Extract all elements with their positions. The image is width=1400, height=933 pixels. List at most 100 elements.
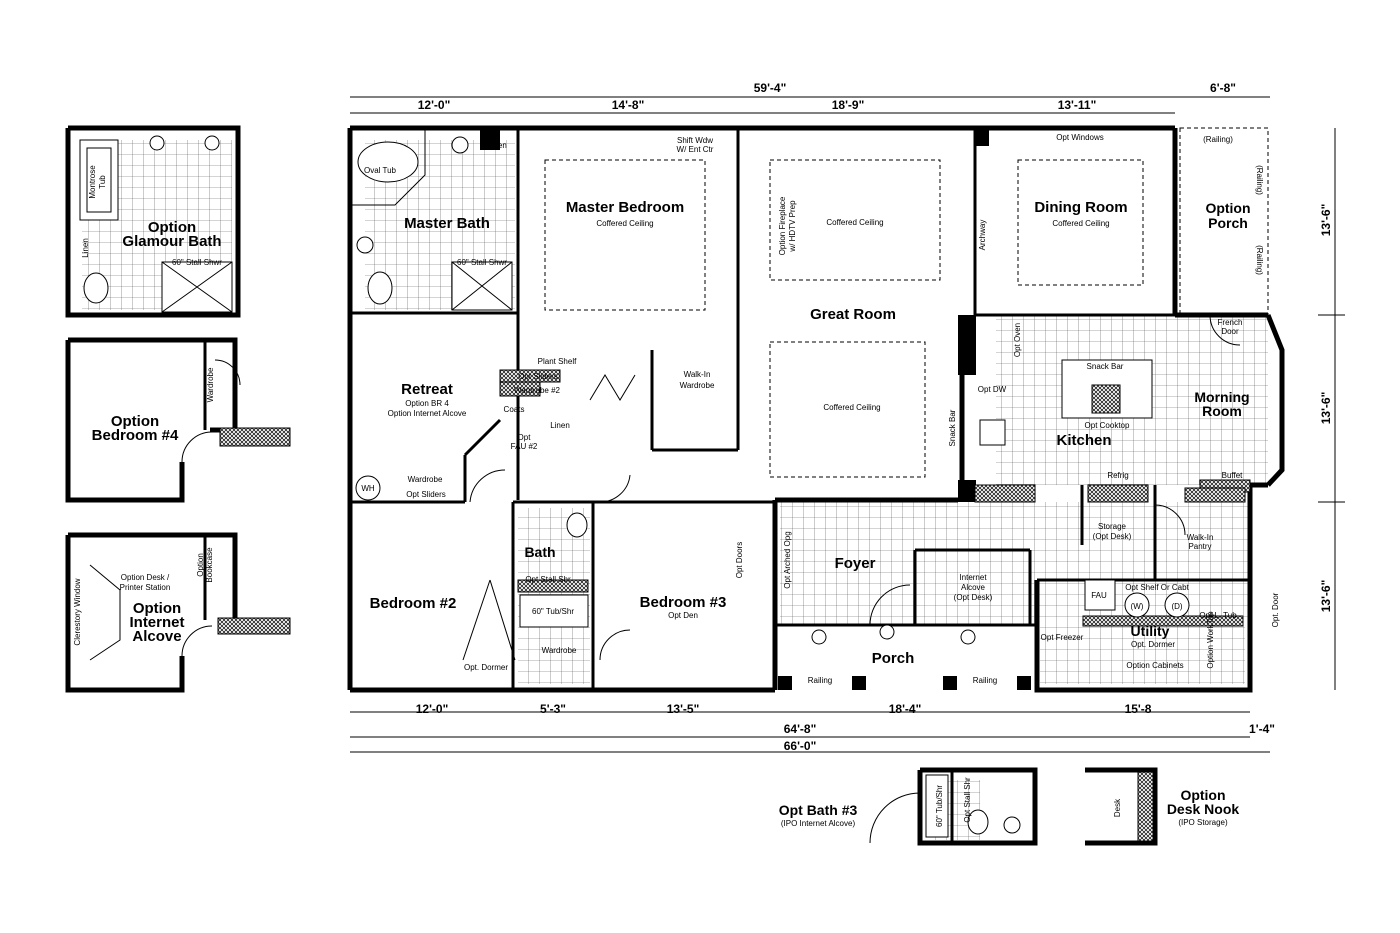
snack-bar-note: Snack Bar — [1087, 362, 1124, 371]
opt-bookcase-1: Option — [196, 553, 205, 577]
bedroom2-label: Bedroom #2 — [370, 595, 457, 612]
structural-posts — [480, 128, 1031, 690]
walkin-wardrobe-note-1: Walk-In — [684, 370, 711, 379]
dim-bot-4: 18'-4" — [889, 702, 922, 716]
opt-windows-note: Opt Windows — [1056, 133, 1104, 142]
porch-railing-left: Railing — [808, 676, 832, 685]
opt-sliders-note-2: Opt Sliders — [406, 490, 446, 499]
dim-bot-1: 12'-0" — [416, 702, 449, 716]
washer-note: (W) — [1131, 602, 1144, 611]
foyer-label: Foyer — [835, 555, 876, 572]
opt-fau-note-2: FAU #2 — [511, 442, 538, 451]
opt-bath3-sub: (IPO Internet Alcove) — [781, 819, 856, 828]
option-desk-nook: Desk Option Desk Nook (IPO Storage) — [1085, 767, 1240, 846]
opt-cooktop-note: Opt Cooktop — [1085, 421, 1130, 430]
glamour-bath-label-2: Glamour Bath — [122, 233, 221, 250]
internet-alcove-note-3: (Opt Desk) — [954, 593, 993, 602]
opt-doors-note: Opt Doors — [735, 542, 744, 578]
coats-note: Coats — [504, 405, 525, 414]
utility-dormer-note: Opt. Dormer — [1131, 640, 1175, 649]
shift-window-note-1: Shift Wdw — [677, 136, 713, 145]
bedroom2-dormer-note: Opt. Dormer — [464, 663, 508, 672]
dim-top-total: 59'-4" — [754, 81, 787, 95]
montrose-tub-1: Montrose — [88, 165, 97, 199]
internet-alcove-label-3: Alcove — [132, 628, 181, 645]
shift-window-note-2: W/ Ent Ctr — [677, 145, 714, 154]
option-bath-3: 60" Tub/Shr Opt Stall Shr Opt Bath #3 (I… — [779, 767, 1038, 846]
dim-right-2: 13'-6" — [1319, 392, 1333, 425]
railing-note-top: (Railing) — [1203, 135, 1233, 144]
dim-bot-sub: 64'-8" — [784, 722, 817, 736]
great-room-ceiling-2: Coffered Ceiling — [823, 403, 880, 412]
dim-bot-2: 5'-3" — [540, 702, 566, 716]
dim-top-1: 12'-0" — [418, 98, 451, 112]
doors — [462, 314, 1241, 661]
bath3-tub-shr: 60" Tub/Shr — [935, 785, 944, 827]
dim-bot-5: 15'-8 — [1125, 702, 1152, 716]
kitchen-label: Kitchen — [1056, 432, 1111, 449]
glamour-stall-shower: 60" Stall Shwr — [172, 258, 222, 267]
opt-fau-note-1: Opt — [518, 433, 532, 442]
opt-dw-note: Opt DW — [978, 385, 1007, 394]
tub-shr-note: 60" Tub/Shr — [532, 607, 574, 616]
option-internet-alcove: Option Desk / Printer Station Option Boo… — [65, 532, 291, 693]
bath-wardrobe-note: Wardrobe — [542, 646, 577, 655]
opt-stall-shr-note: Opt Stall Shr — [525, 575, 571, 584]
tub-shower — [519, 594, 589, 628]
opt-l-tub-note: Opt L. Tub — [1199, 611, 1237, 620]
dim-bot-extra: 1'-4" — [1249, 722, 1275, 736]
linen-note-2: Linen — [550, 421, 570, 430]
dim-bot-3: 13'-5" — [667, 702, 700, 716]
retreat-label: Retreat — [401, 381, 453, 398]
dining-room-ceiling: Coffered Ceiling — [1052, 219, 1109, 228]
storage-note-1: Storage — [1098, 522, 1127, 531]
fireplace-note-2: w/ HDTV Prep — [788, 200, 797, 253]
bedroom4-wardrobe: Wardrobe — [206, 367, 215, 402]
stall-shower-note: 60" Stall Shwr — [457, 258, 507, 267]
great-room-ceiling-1: Coffered Ceiling — [826, 218, 883, 227]
internet-alcove-note-1: Internet — [959, 573, 987, 582]
railing-note-side-2: (Railing) — [1255, 245, 1264, 275]
linen-note-1: Linen — [487, 141, 507, 150]
porch-railing-right: Railing — [973, 676, 997, 685]
fau-unit — [1084, 579, 1116, 611]
dim-top-3: 18'-9" — [832, 98, 865, 112]
bath3-stall-shr: Opt Stall Shr — [963, 777, 972, 823]
desk-nook-desk: Desk — [1113, 798, 1122, 817]
desk-nook-label-2: Desk Nook — [1167, 801, 1240, 817]
fixtures — [350, 127, 1190, 645]
oval-tub — [357, 141, 419, 183]
glamour-bath-label-1: Option — [148, 219, 196, 236]
walkin-pantry-note-1: Walk-In — [1187, 533, 1214, 542]
utility-label: Utility — [1131, 623, 1170, 639]
toilet — [367, 271, 393, 305]
dimension-lines — [350, 96, 1345, 753]
storage-note-2: (Opt Desk) — [1093, 532, 1132, 541]
option-worktop-note: Option WorkTop — [1206, 611, 1215, 669]
bedroom3-label: Bedroom #3 — [640, 594, 727, 611]
clerestory-window: Clerestory Window — [73, 578, 82, 645]
desk-nook-sub: (IPO Storage) — [1178, 818, 1228, 827]
wh-note: WH — [361, 484, 375, 493]
fireplace-note-1: Option Fireplace — [778, 196, 787, 255]
porch-label: Porch — [872, 650, 915, 667]
internet-alcove-label-1: Option — [133, 600, 181, 617]
morning-room-label-2: Room — [1202, 403, 1242, 419]
opt-oven-note: Opt Oven — [1013, 323, 1022, 357]
oval-tub-note: Oval Tub — [364, 166, 397, 175]
montrose-tub-2: Tub — [98, 175, 107, 189]
opt-desk-1: Option Desk / — [121, 573, 170, 582]
opt-desk-2: Printer Station — [120, 583, 171, 592]
bedroom3-opt-den: Opt Den — [668, 611, 698, 620]
bedroom4-label-1: Option — [111, 413, 159, 430]
wardrobe2-note: Wardrobe #2 — [514, 386, 561, 395]
wardrobe-note-1: Wardrobe — [408, 475, 443, 484]
morning-room-label-1: Morning — [1194, 389, 1249, 405]
option-porch-label-2: Porch — [1208, 215, 1248, 231]
retreat-sub-2: Option Internet Alcove — [388, 409, 467, 418]
internet-alcove-note-2: Alcove — [961, 583, 986, 592]
master-bedroom-ceiling: Coffered Ceiling — [596, 219, 653, 228]
opt-shelf-note: Opt Shelf Or Cabt — [1125, 583, 1189, 592]
dim-top-4: 13'-11" — [1058, 98, 1097, 112]
